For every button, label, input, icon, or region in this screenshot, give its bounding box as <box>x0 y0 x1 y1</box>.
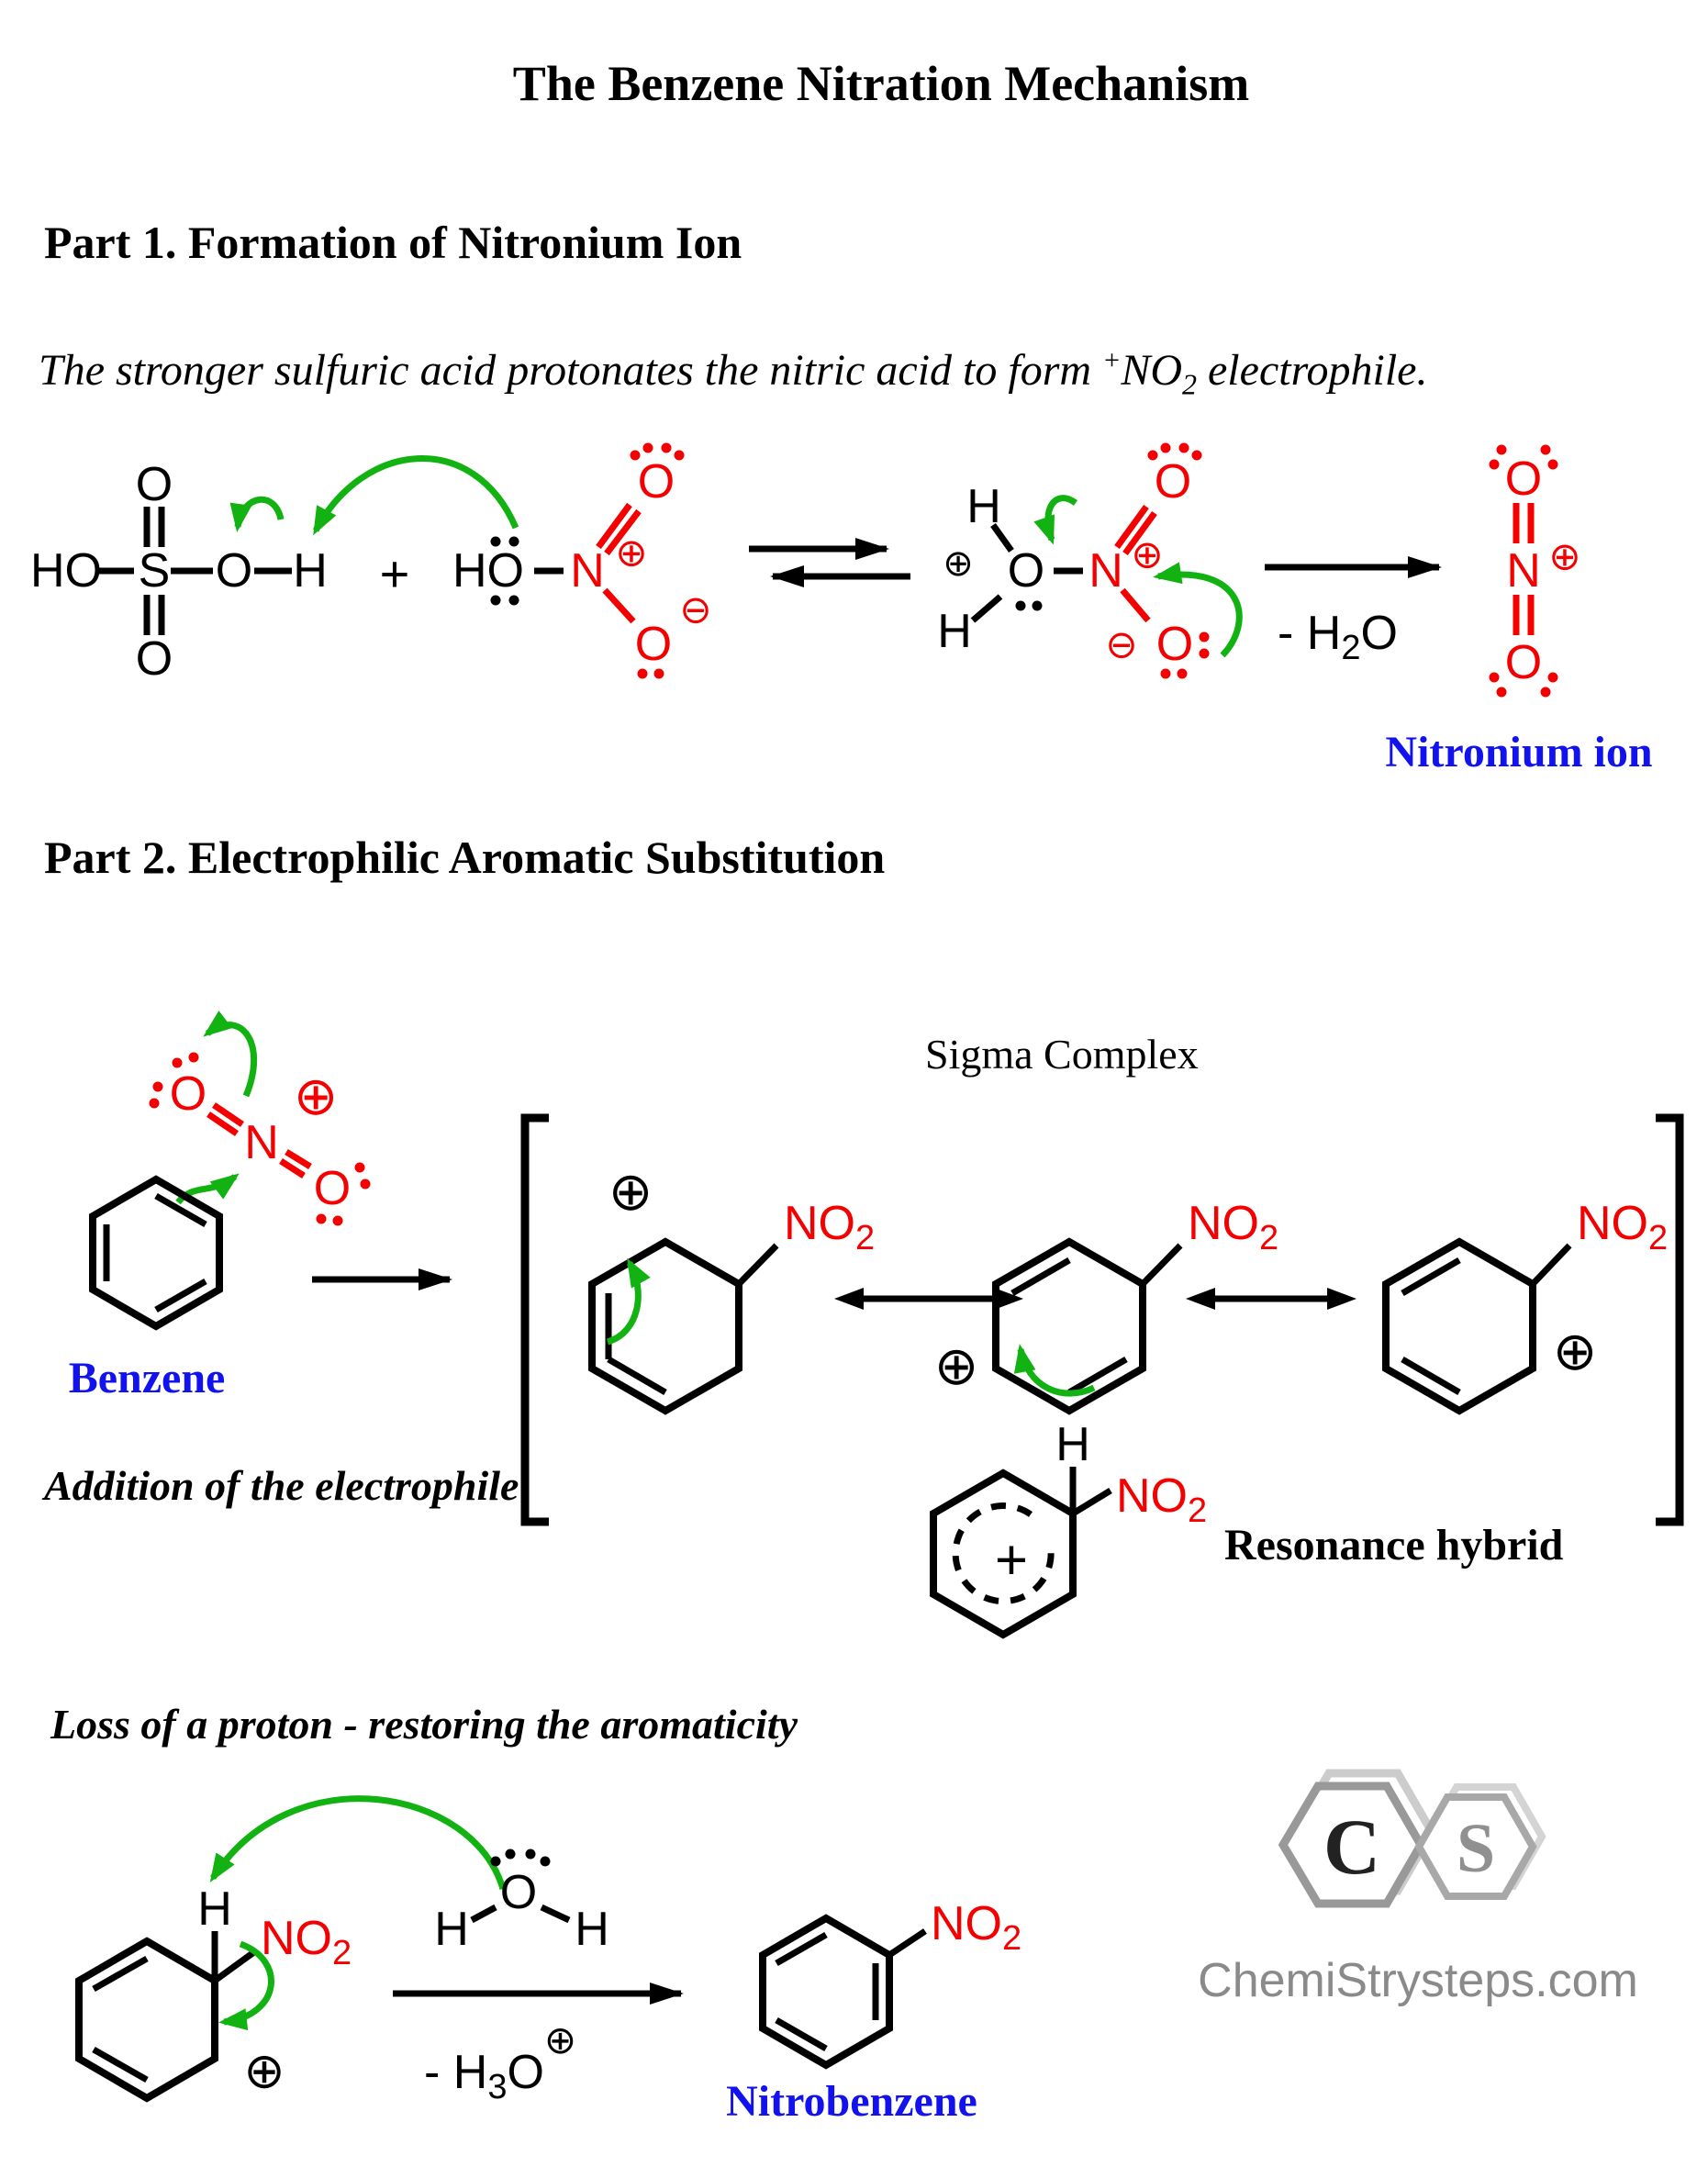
hybrid-plus-charge: + <box>995 1529 1028 1592</box>
logo-hexagon-s-icon <box>1414 1793 1537 1900</box>
s3-plus-charge: ⊕ <box>1553 1320 1598 1382</box>
intermediate-o-top: O <box>1155 455 1191 508</box>
nitric-o-bottom: O <box>635 618 672 671</box>
benzene-structure <box>89 1175 223 1331</box>
part1-heading: Part 1. Formation of Nitronium Ion <box>44 217 742 268</box>
sulfuric-o-bottom: O <box>136 632 173 686</box>
resonance-arrow-1-icon <box>834 1288 1023 1310</box>
intermediate-o-bottom: O <box>1156 618 1193 671</box>
arenium-plus-charge: ⊕ <box>243 2042 285 2100</box>
rearomatization-arrow: - H3O⊕ <box>393 1983 684 2107</box>
desc-after: electrophile. <box>1197 346 1428 395</box>
logo-letter-c: C <box>1323 1803 1380 1891</box>
intermediate-o-minus-charge: ⊖ <box>1105 622 1137 667</box>
plus-operator: + <box>380 545 410 603</box>
desc-formula: NO <box>1121 346 1182 395</box>
intermediate-o: O <box>1008 544 1044 598</box>
electron-arrow-to-nitrogen-icon <box>1153 562 1243 658</box>
nitric-o-minus-charge: ⊖ <box>679 587 711 632</box>
sulfuric-o: O <box>216 544 252 598</box>
electron-arrow-oh-bond-icon <box>229 496 285 532</box>
intermediate-o-plus-charge: ⊕ <box>943 542 974 585</box>
sigma-complex-label: Sigma Complex <box>925 1031 1199 1078</box>
minus-water-label: - H2O <box>1278 607 1398 667</box>
part1-description: The stronger sulfuric acid protonates th… <box>39 345 1427 402</box>
desc-superscript-plus: + <box>1102 345 1122 375</box>
electron-arrow-on-bond-icon <box>1033 495 1078 545</box>
hybrid-h: H <box>1055 1418 1090 1471</box>
electron-arrow-pi-to-o-icon <box>203 1011 258 1098</box>
resonance-arrow-2-icon <box>1186 1288 1356 1310</box>
resonance-hybrid-structure: + H NO2 <box>930 1418 1207 1639</box>
water-h-right: H <box>575 1903 609 1956</box>
proton-transfer-arrows <box>229 455 519 536</box>
desc-before: The stronger sulfuric acid protonates th… <box>39 346 1103 395</box>
arenium-h: H <box>197 1882 232 1936</box>
electrophile-n: N <box>244 1116 279 1169</box>
electron-arrow-lonepair-to-h-icon <box>312 455 519 536</box>
nitronium-plus-charge: ⊕ <box>1548 534 1580 579</box>
s1-plus-charge: ⊕ <box>608 1160 653 1223</box>
page-title: The Benzene Nitration Mechanism <box>512 56 1250 111</box>
nitronium-o-bottom: O <box>1505 636 1542 689</box>
s3-no2-label: NO2 <box>1577 1197 1668 1257</box>
intermediate-n: N <box>1088 544 1123 598</box>
desc-subscript-two: 2 <box>1182 367 1197 401</box>
s1-electron-arrow-icon <box>606 1257 651 1346</box>
addition-label: Addition of the electrophile <box>44 1462 519 1509</box>
nitronium-o-top: O <box>1505 452 1542 506</box>
water-h-left: H <box>434 1903 469 1956</box>
sulfuric-acid-structure: HO S O H O O <box>30 458 328 686</box>
right-bracket-icon <box>1656 1113 1684 1526</box>
nitronium-n: N <box>1506 544 1541 598</box>
sulfuric-ho: HO <box>30 544 102 598</box>
site-watermark: ChemiStrysteps.com <box>1198 1954 1638 2007</box>
benzene-label: Benzene <box>68 1354 226 1402</box>
s1-no2-label: NO2 <box>784 1197 875 1257</box>
sigma-complex-structure-2: NO2 ⊕ <box>934 1197 1278 1415</box>
resonance-hybrid-label: Resonance hybrid <box>1224 1521 1564 1569</box>
arenium-electron-arrow-icon <box>218 1940 274 2031</box>
logo-letter-s: S <box>1457 1810 1495 1887</box>
nitronium-ion-label: Nitronium ion <box>1385 728 1653 776</box>
electrophile-plus-charge: ⊕ <box>294 1065 339 1127</box>
minus-hydronium-label: - H3O⊕ <box>424 2017 576 2107</box>
dehydration-arrow: - H2O <box>1265 556 1442 667</box>
s2-no2-label: NO2 <box>1188 1197 1278 1257</box>
chemistrysteps-logo: C S <box>1278 1769 1546 1908</box>
arenium-ion-structure: H NO2 ⊕ <box>75 1882 352 2103</box>
water-structure: O H H <box>434 1849 609 1956</box>
no2-electrophile-structure: O N ⊕ O <box>149 1011 371 1226</box>
nitric-acid-structure: HO N ⊕ O O ⊖ <box>452 442 712 679</box>
nitrobenzene-structure: NO2 <box>759 1897 1021 2070</box>
nitrobenzene-label: Nitrobenzene <box>726 2077 977 2126</box>
nitronium-ion-structure: O N ⊕ O <box>1489 444 1581 698</box>
hybrid-no2-label: NO2 <box>1116 1469 1207 1530</box>
left-bracket-icon <box>520 1113 549 1526</box>
intermediate-h-bottom: H <box>937 605 972 658</box>
part2-heading: Part 2. Electrophilic Aromatic Substitut… <box>44 832 886 883</box>
protonated-nitric-acid-structure: H ⊕ O H N ⊕ O ⊖ O <box>937 442 1243 679</box>
loss-of-proton-label: Loss of a proton - restoring the aromati… <box>50 1701 798 1748</box>
electron-arrow-water-to-h-icon <box>209 1795 507 1890</box>
equilibrium-arrows-icon <box>749 538 910 587</box>
sulfuric-h: H <box>293 544 328 598</box>
nitric-n: N <box>570 544 605 598</box>
electrophile-o-right: O <box>314 1162 351 1215</box>
water-o: O <box>500 1866 537 1919</box>
sulfuric-o-top: O <box>136 458 173 511</box>
s2-electron-arrow-icon <box>1013 1344 1096 1397</box>
sulfuric-s: S <box>139 544 171 598</box>
sigma-complex-structure-1: ⊕ NO2 <box>588 1160 875 1415</box>
s2-plus-charge: ⊕ <box>934 1335 979 1397</box>
nitrobenzene-no2-label: NO2 <box>931 1897 1021 1958</box>
arenium-no2-label: NO2 <box>261 1912 352 1972</box>
sigma-complex-structure-3: NO2 ⊕ <box>1382 1197 1668 1415</box>
electrophile-o-left: O <box>170 1067 207 1121</box>
nitric-o-top: O <box>638 455 675 508</box>
nitric-ho: HO <box>452 544 524 598</box>
